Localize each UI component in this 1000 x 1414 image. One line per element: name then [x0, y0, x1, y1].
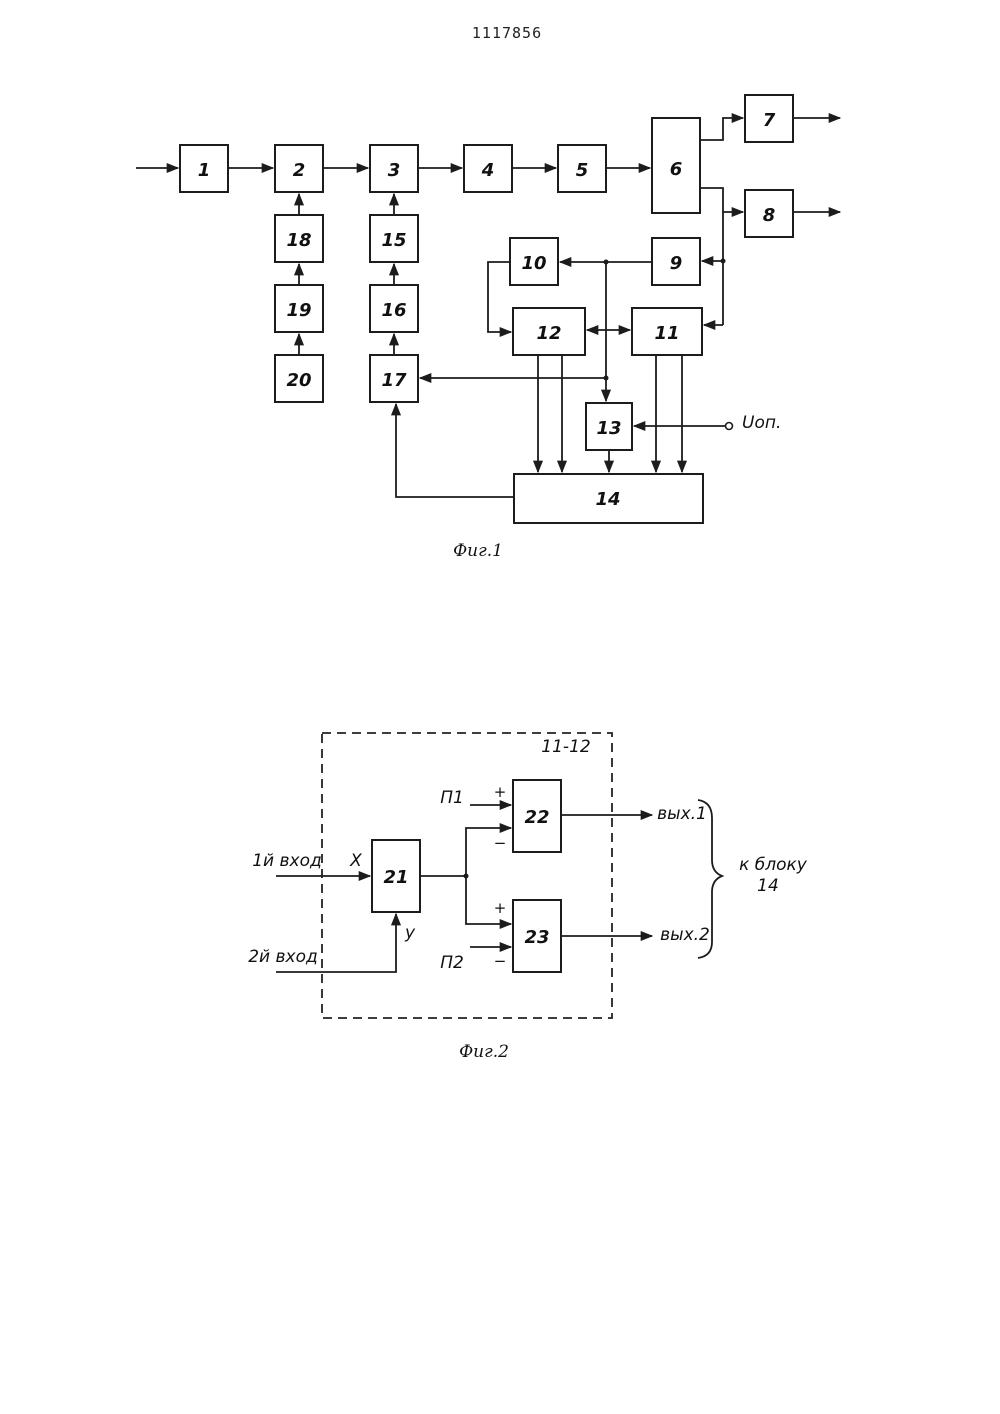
- figure-1: 1 2 3 4 5 6 7 8 9 10 11 12 13 14 15 16 1…: [136, 95, 840, 561]
- figure-2: 11-12 21 22 23 1й вход 2й вход X y П1 П2…: [248, 733, 808, 1062]
- svg-text:19: 19: [286, 300, 311, 321]
- document-number: 1117856: [472, 24, 542, 42]
- block-3: 3: [370, 145, 418, 192]
- svg-text:5: 5: [576, 160, 589, 181]
- block-23: 23: [513, 900, 561, 972]
- block-1: 1: [180, 145, 228, 192]
- svg-text:20: 20: [286, 370, 311, 391]
- p1-label: П1: [440, 788, 464, 808]
- svg-text:12: 12: [536, 323, 561, 344]
- block-6: 6: [652, 118, 700, 213]
- svg-text:2: 2: [293, 160, 306, 181]
- minus-sign-22: −: [494, 834, 507, 852]
- svg-text:23: 23: [524, 927, 549, 948]
- block-7: 7: [745, 95, 793, 142]
- svg-text:10: 10: [521, 253, 546, 274]
- svg-text:3: 3: [388, 160, 401, 181]
- svg-text:14: 14: [595, 489, 620, 510]
- block-22: 22: [513, 780, 561, 852]
- plus-sign-23: +: [494, 899, 507, 917]
- brace-label-line-1: к блоку: [739, 855, 808, 875]
- svg-text:7: 7: [763, 110, 776, 131]
- output-1-label: вых.1: [657, 804, 707, 824]
- reference-voltage-label: Uоп.: [742, 413, 781, 433]
- svg-text:17: 17: [381, 370, 407, 391]
- svg-text:11: 11: [654, 323, 679, 344]
- svg-text:1: 1: [198, 160, 211, 181]
- block-14: 14: [514, 474, 703, 523]
- block-12: 12: [513, 308, 585, 355]
- output-2-label: вых.2: [660, 925, 710, 945]
- fig2-connections: [276, 800, 722, 972]
- x-input-label: X: [349, 851, 362, 871]
- block-2: 2: [275, 145, 323, 192]
- brace-label-line-2: 14: [757, 876, 779, 896]
- block-5: 5: [558, 145, 606, 192]
- block-8: 8: [745, 190, 793, 237]
- figure-1-caption: Фиг.1: [453, 541, 503, 561]
- block-19: 19: [275, 285, 323, 332]
- svg-text:13: 13: [596, 418, 621, 439]
- block-17: 17: [370, 355, 418, 402]
- block-16: 16: [370, 285, 418, 332]
- svg-text:22: 22: [524, 807, 549, 828]
- block-21: 21: [372, 840, 420, 912]
- figure-2-caption: Фиг.2: [459, 1042, 509, 1062]
- block-10: 10: [510, 238, 558, 285]
- svg-text:6: 6: [670, 159, 683, 180]
- block-18: 18: [275, 215, 323, 262]
- block-20: 20: [275, 355, 323, 402]
- p2-label: П2: [440, 953, 464, 973]
- block-4: 4: [464, 145, 512, 192]
- svg-text:21: 21: [383, 867, 408, 888]
- svg-text:9: 9: [670, 253, 683, 274]
- svg-text:16: 16: [381, 300, 406, 321]
- block-15: 15: [370, 215, 418, 262]
- svg-text:15: 15: [381, 230, 406, 251]
- svg-text:18: 18: [286, 230, 311, 251]
- y-input-label: y: [404, 923, 416, 943]
- input-2-label: 2й вход: [248, 947, 318, 967]
- plus-sign-22: +: [494, 783, 507, 801]
- input-1-label: 1й вход: [252, 851, 322, 871]
- block-9: 9: [652, 238, 700, 285]
- svg-text:4: 4: [481, 160, 495, 181]
- minus-sign-23: −: [494, 952, 507, 970]
- block-11: 11: [632, 308, 702, 355]
- svg-text:8: 8: [763, 205, 776, 226]
- group-label: 11-12: [541, 737, 590, 757]
- block-13: 13: [586, 403, 632, 450]
